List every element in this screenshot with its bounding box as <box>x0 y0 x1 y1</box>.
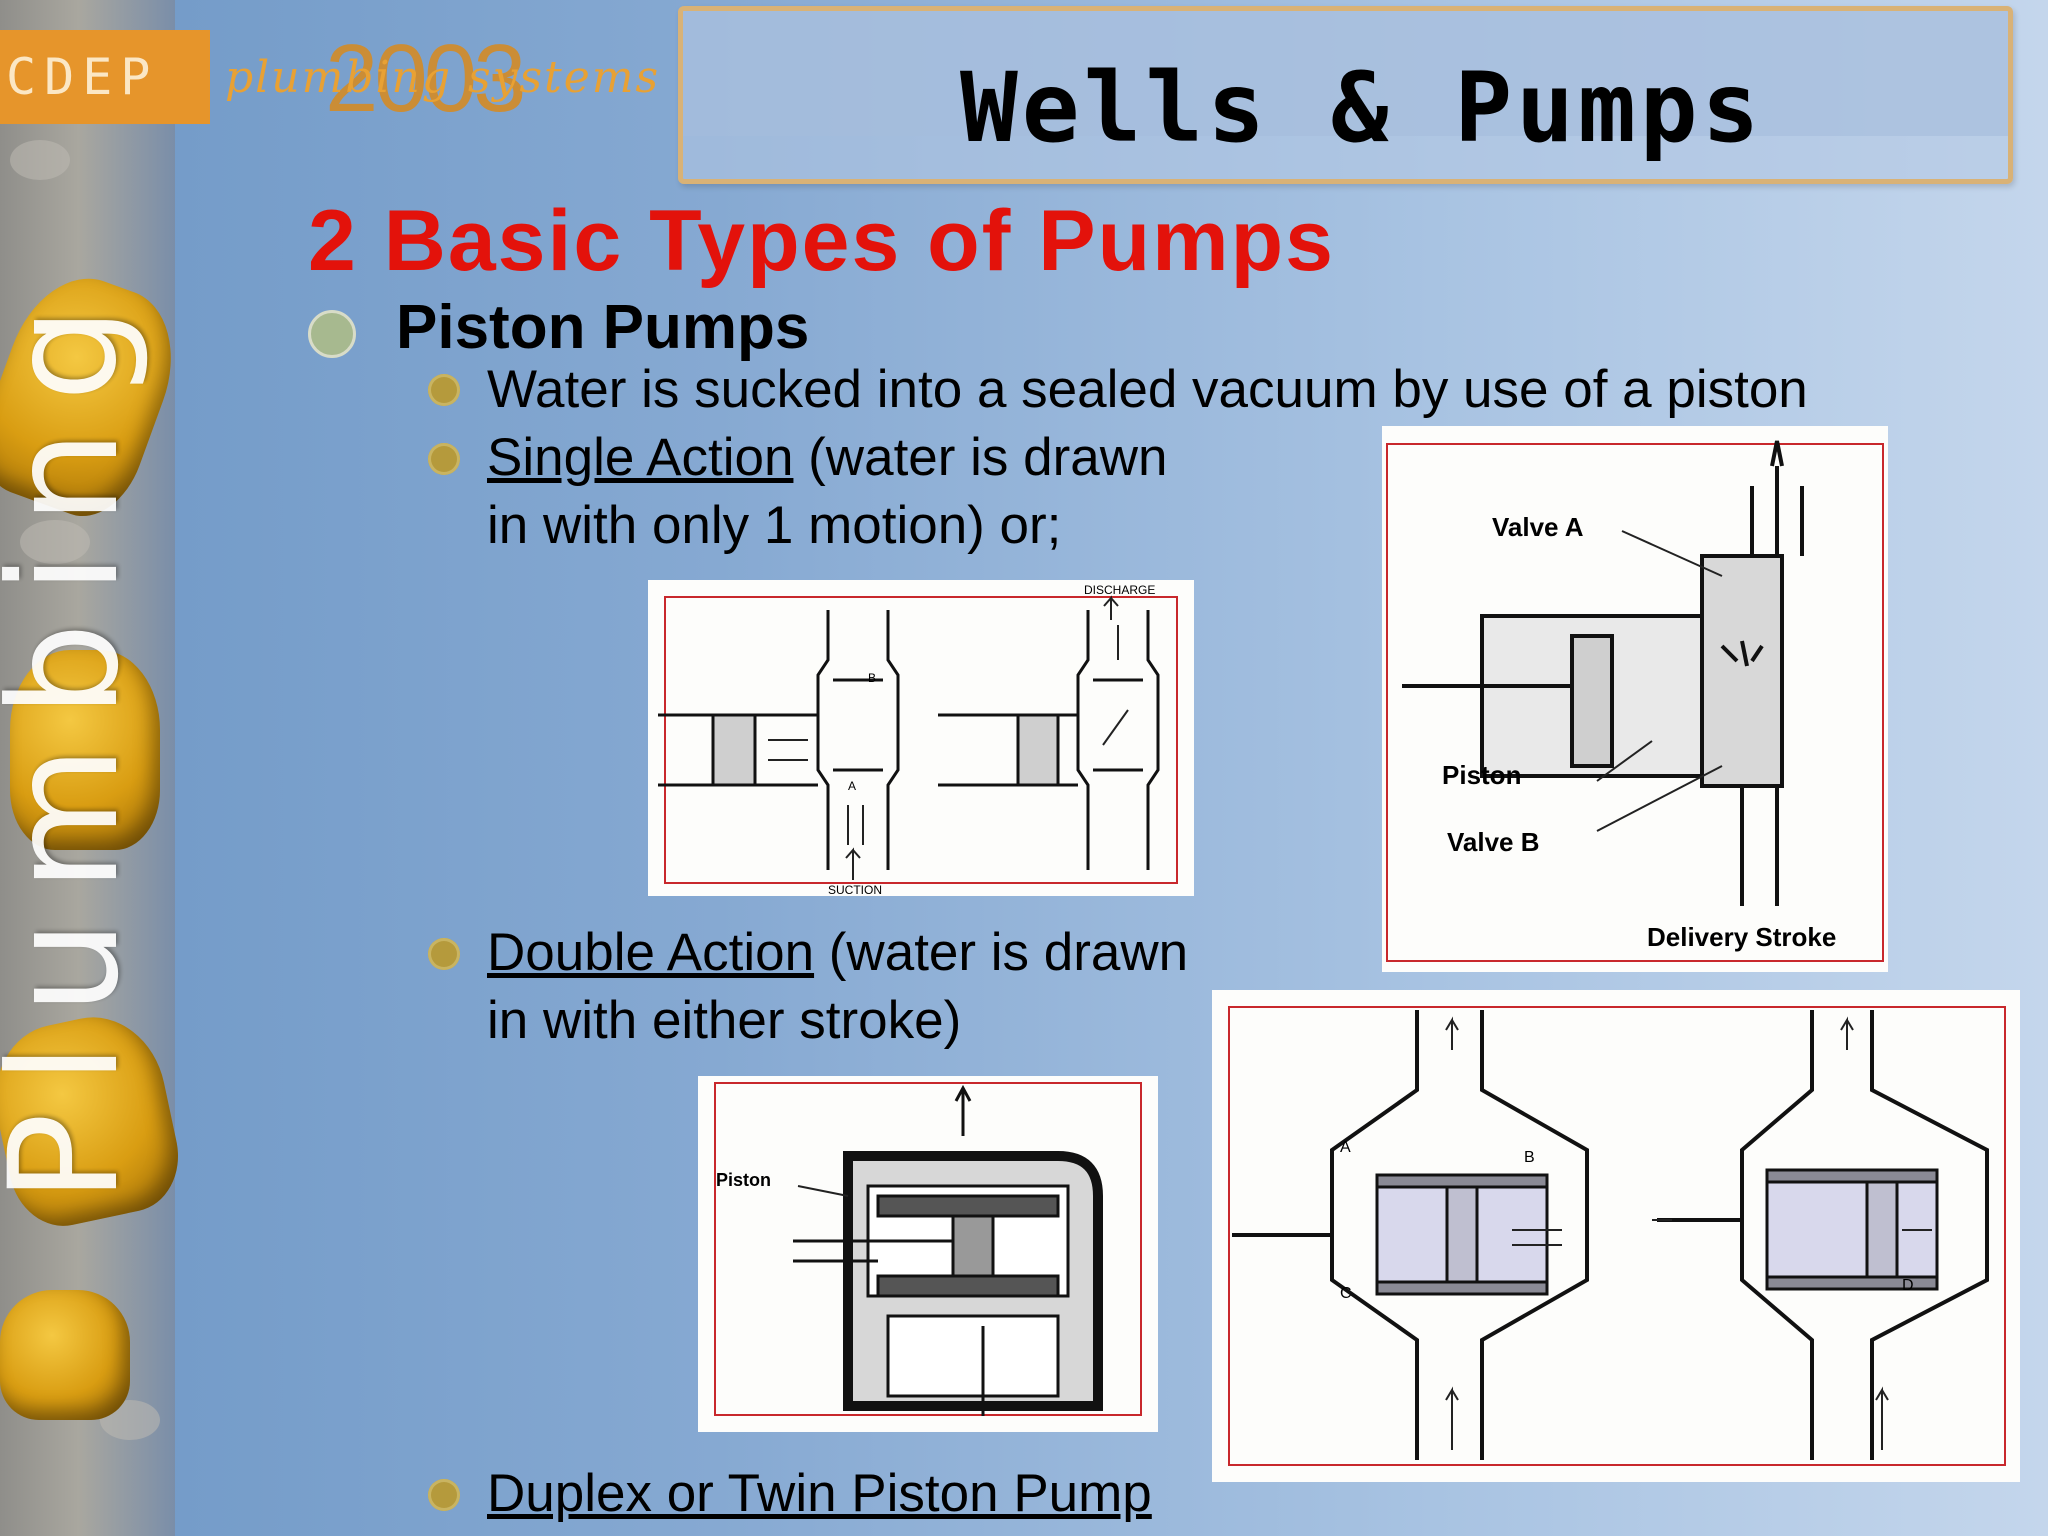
bullet-icon <box>428 938 460 970</box>
bullet-piston-pumps: Piston Pumps <box>396 293 810 362</box>
slide-title: Wells & Pumps <box>960 52 1764 164</box>
duplex-term[interactable]: Duplex or Twin Piston Pump <box>487 1464 1152 1523</box>
suction-label: SUCTION <box>828 883 882 896</box>
duplex-label-d: D <box>1902 1277 1914 1294</box>
discharge-label: DISCHARGE <box>1084 583 1155 597</box>
figure-double-action: Piston <box>698 1076 1158 1432</box>
double-action-desc: (water is drawn <box>814 923 1189 982</box>
single-action-desc-line2: in with only 1 motion) or; <box>487 496 1062 555</box>
bullet-icon <box>428 374 460 406</box>
bullet-vacuum: Water is sucked into a sealed vacuum by … <box>487 360 1808 419</box>
valve-a-label: Valve A <box>1492 512 1584 542</box>
bullet-single-action: Single Action (water is drawn <box>487 424 1168 492</box>
logo-script: plumbing systems <box>225 52 661 103</box>
piston-label: Piston <box>716 1170 771 1190</box>
bullet-icon <box>428 443 460 475</box>
double-action-term[interactable]: Double Action <box>487 923 815 982</box>
piston-label: Piston <box>1442 760 1521 790</box>
duplex-label-a: A <box>1340 1139 1351 1156</box>
single-action-desc: (water is drawn <box>793 428 1168 487</box>
valve-b-label: B <box>868 671 876 685</box>
bullet-duplex: Duplex or Twin Piston Pump <box>487 1460 1152 1528</box>
side-word: Plumbing <box>0 278 152 1204</box>
valve-b-label: Valve B <box>1447 827 1540 857</box>
logo-year: 2003 <box>325 25 527 132</box>
figure-delivery-stroke: Valve A Piston Valve B Delivery Stroke <box>1382 426 1888 972</box>
title-box <box>678 6 2013 184</box>
pipe-fitting-cap-icon <box>0 1290 130 1420</box>
bullet-double-action: Double Action (water is drawn <box>487 919 1188 987</box>
delivery-caption: Delivery Stroke <box>1647 922 1836 952</box>
single-action-term[interactable]: Single Action <box>487 428 794 487</box>
section-heading: 2 Basic Types of Pumps <box>308 193 1335 289</box>
figure-duplex-pump: A B C D <box>1212 990 2020 1482</box>
valve-a-label: A <box>848 779 856 793</box>
duplex-label-c: C <box>1340 1285 1352 1302</box>
logo-org: CDEP <box>0 30 210 124</box>
figure-single-action: A B DISCHARGE SUCTION <box>648 580 1194 896</box>
duplex-label-b: B <box>1524 1149 1535 1166</box>
bullet-icon <box>428 1479 460 1511</box>
double-action-desc-line2: in with either stroke) <box>487 991 962 1050</box>
bullet-icon <box>308 310 356 358</box>
pipe-fitting-tee-icon <box>10 650 160 850</box>
